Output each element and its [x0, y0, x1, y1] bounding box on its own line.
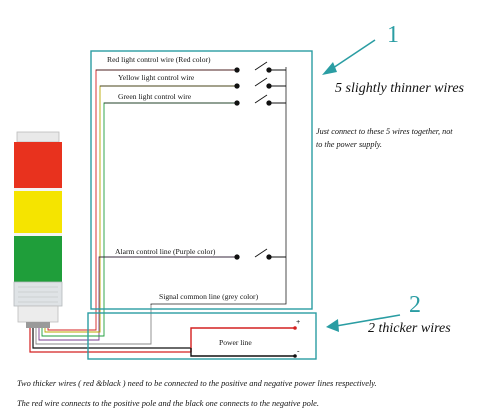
group1-label: 5 slightly thinner wires	[335, 81, 465, 96]
power-line-label: Power line	[219, 338, 252, 347]
wire-label-red: Red light control wire (Red color)	[107, 55, 211, 64]
positive-sign: +	[296, 317, 300, 326]
caption-line2: The red wire connects to the positive po…	[17, 399, 319, 408]
wire-label-common: Signal common line (grey color)	[159, 292, 259, 301]
power-line	[190, 326, 297, 358]
group2-number: 2	[409, 292, 421, 318]
tower-light-icon	[13, 131, 63, 328]
yellow-lamp	[14, 191, 62, 233]
wire-traces	[96, 67, 287, 305]
caption-line1: Two thicker wires ( red &black ) need to…	[17, 379, 377, 388]
arrow-icon	[322, 39, 376, 75]
green-lamp	[14, 236, 62, 282]
control-wires-box	[90, 50, 313, 310]
red-lamp	[14, 142, 62, 188]
group1-number: 1	[387, 22, 399, 48]
switch-icon	[234, 61, 286, 260]
wire-label-yellow: Yellow light control wire	[118, 73, 195, 82]
power-wires-box	[87, 312, 317, 360]
group1-note-line1: Just connect to these 5 wires together, …	[316, 127, 453, 136]
arrow-icon	[326, 314, 401, 332]
negative-sign: -	[297, 346, 300, 355]
wire-label-green: Green light control wire	[118, 92, 192, 101]
group2-label: 2 thicker wires	[368, 321, 451, 336]
wire-label-alarm: Alarm control line (Purple color)	[115, 247, 216, 256]
group1-note-line2: to the power supply.	[316, 140, 382, 149]
